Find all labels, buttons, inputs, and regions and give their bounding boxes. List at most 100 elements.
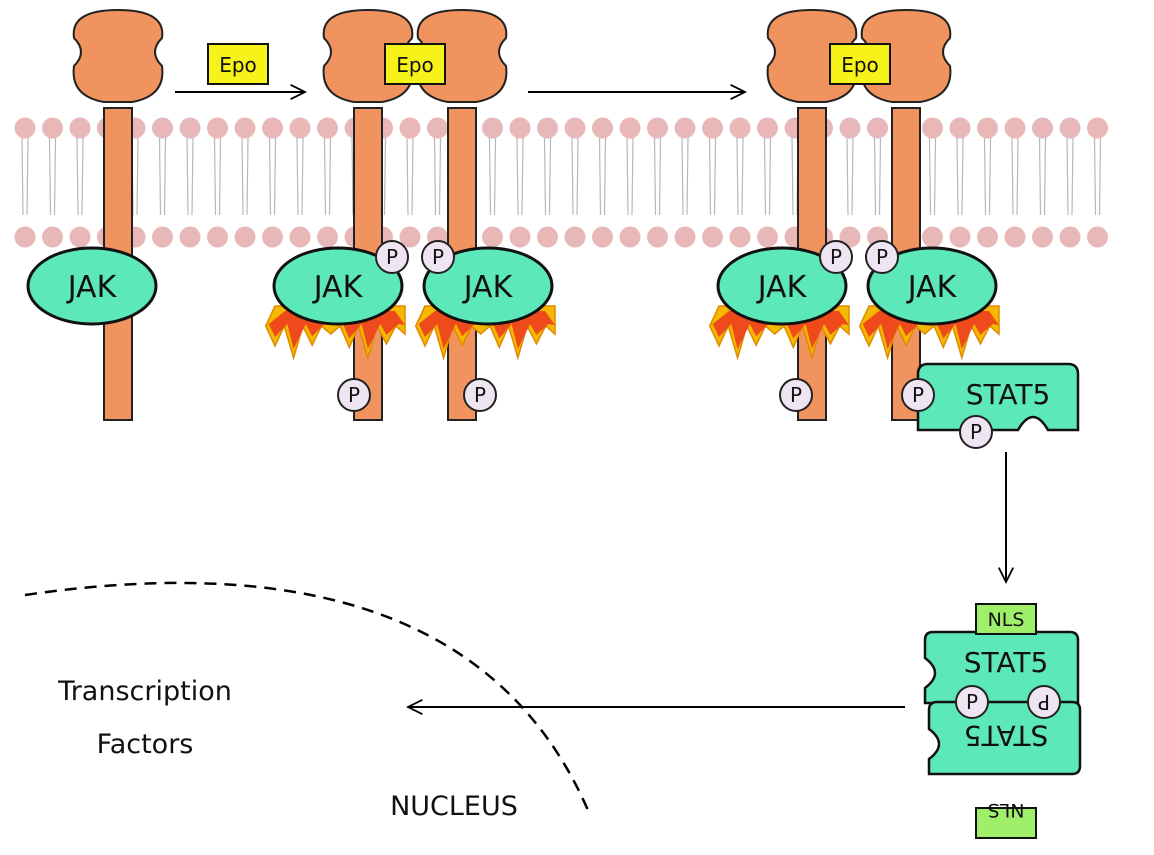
jak-kinase: JAK xyxy=(26,246,158,326)
lipid-tail xyxy=(576,137,579,216)
lipid-tail xyxy=(571,137,574,216)
lipid-head xyxy=(702,117,723,139)
lipid-head xyxy=(1087,226,1108,248)
nls-label: NLS xyxy=(988,799,1025,821)
epo-ligand: Epo xyxy=(829,43,891,85)
lipid-head xyxy=(757,117,778,139)
epo-label: Epo xyxy=(841,53,879,77)
stat5-protein: STAT5 xyxy=(916,362,1080,432)
factors-label: Factors xyxy=(97,729,194,760)
receptor-head xyxy=(72,8,164,103)
lipid-tail xyxy=(218,137,222,216)
lipid-head xyxy=(482,226,503,248)
phospho-label: P xyxy=(386,245,398,269)
jak-label: JAK xyxy=(462,270,514,305)
pathway-arrows xyxy=(175,92,1006,707)
lipid-head xyxy=(207,117,228,139)
lipid-head xyxy=(179,226,201,248)
stat5-body xyxy=(923,630,1080,705)
phospho-circle xyxy=(1027,685,1061,719)
lipid-tail xyxy=(768,137,772,216)
lipid-head xyxy=(69,226,91,248)
lipid-head xyxy=(262,117,283,139)
lipid-tail xyxy=(713,137,717,216)
phospho-circle xyxy=(337,378,371,412)
lipid-tail xyxy=(933,137,937,216)
phospho-label: P xyxy=(830,245,842,269)
phospho-group: P xyxy=(1027,685,1061,719)
phospho-label: P xyxy=(1038,690,1050,714)
jak-label: JAK xyxy=(66,270,118,305)
epo-box xyxy=(384,43,446,85)
lipid-tail xyxy=(631,137,634,216)
lipid-head xyxy=(674,226,696,248)
lipid-head xyxy=(152,226,173,248)
phospho-circle xyxy=(463,378,497,412)
lipid-tail xyxy=(241,137,244,216)
phospho-group: P xyxy=(779,378,813,412)
lipid-head xyxy=(839,117,861,139)
jak-oval xyxy=(866,246,998,326)
lipid-tail xyxy=(686,137,689,216)
lipid-tail xyxy=(988,137,992,216)
lipid-tail xyxy=(708,137,712,216)
lipid-head xyxy=(977,226,998,248)
lipid-head xyxy=(399,226,421,248)
lipid-tail xyxy=(543,137,547,216)
phospho-label: P xyxy=(474,383,486,407)
lipid-head xyxy=(482,117,503,139)
phospho-label: P xyxy=(432,245,444,269)
activation-flame-inner xyxy=(268,311,405,349)
nucleus-label: NUCLEUS xyxy=(390,791,518,822)
lipid-tail xyxy=(21,137,24,216)
phospho-group: P xyxy=(955,685,989,719)
lipid-tail xyxy=(53,137,57,216)
lipid-head xyxy=(152,117,173,139)
lipid-tail xyxy=(603,137,607,216)
lipid-tail xyxy=(323,137,327,216)
lipid-tail xyxy=(26,137,29,216)
lipid-head xyxy=(289,117,311,139)
lipid-head xyxy=(14,226,36,248)
cell-membrane xyxy=(14,117,1108,248)
lipid-head xyxy=(427,117,448,139)
lipid-head xyxy=(317,226,338,248)
nls-box xyxy=(975,603,1037,635)
lipid-tail xyxy=(493,137,497,216)
jak-oval xyxy=(272,246,404,326)
lipid-head xyxy=(729,226,751,248)
lipid-head xyxy=(1059,226,1081,248)
jak-label: JAK xyxy=(906,270,958,305)
lipid-head xyxy=(1004,117,1026,139)
phospho-label: P xyxy=(876,245,888,269)
jak-oval xyxy=(26,246,158,326)
lipid-head xyxy=(592,226,613,248)
lipid-head xyxy=(922,226,943,248)
lipid-head xyxy=(207,226,228,248)
lipid-tail xyxy=(438,137,442,216)
receptors xyxy=(72,8,952,421)
jak-kinase: JAK xyxy=(422,246,554,326)
lipid-tail xyxy=(1071,137,1074,216)
nls-box xyxy=(975,807,1037,839)
lipid-tail xyxy=(301,137,304,216)
lipid-tail xyxy=(488,137,492,216)
lipid-tail xyxy=(1038,137,1042,216)
phospho-circle xyxy=(955,685,989,719)
lipid-tail xyxy=(136,137,139,216)
transcription-label: Transcription xyxy=(57,676,232,707)
lipid-tail xyxy=(76,137,79,216)
lipid-head xyxy=(537,226,558,248)
lipid-tail xyxy=(878,137,882,216)
jak-oval xyxy=(422,246,554,326)
jak-kinase: JAK xyxy=(716,246,848,326)
lipid-head xyxy=(839,226,861,248)
lipid-head xyxy=(977,117,998,139)
lipid-tail xyxy=(191,137,194,216)
lipid-head xyxy=(1032,117,1053,139)
